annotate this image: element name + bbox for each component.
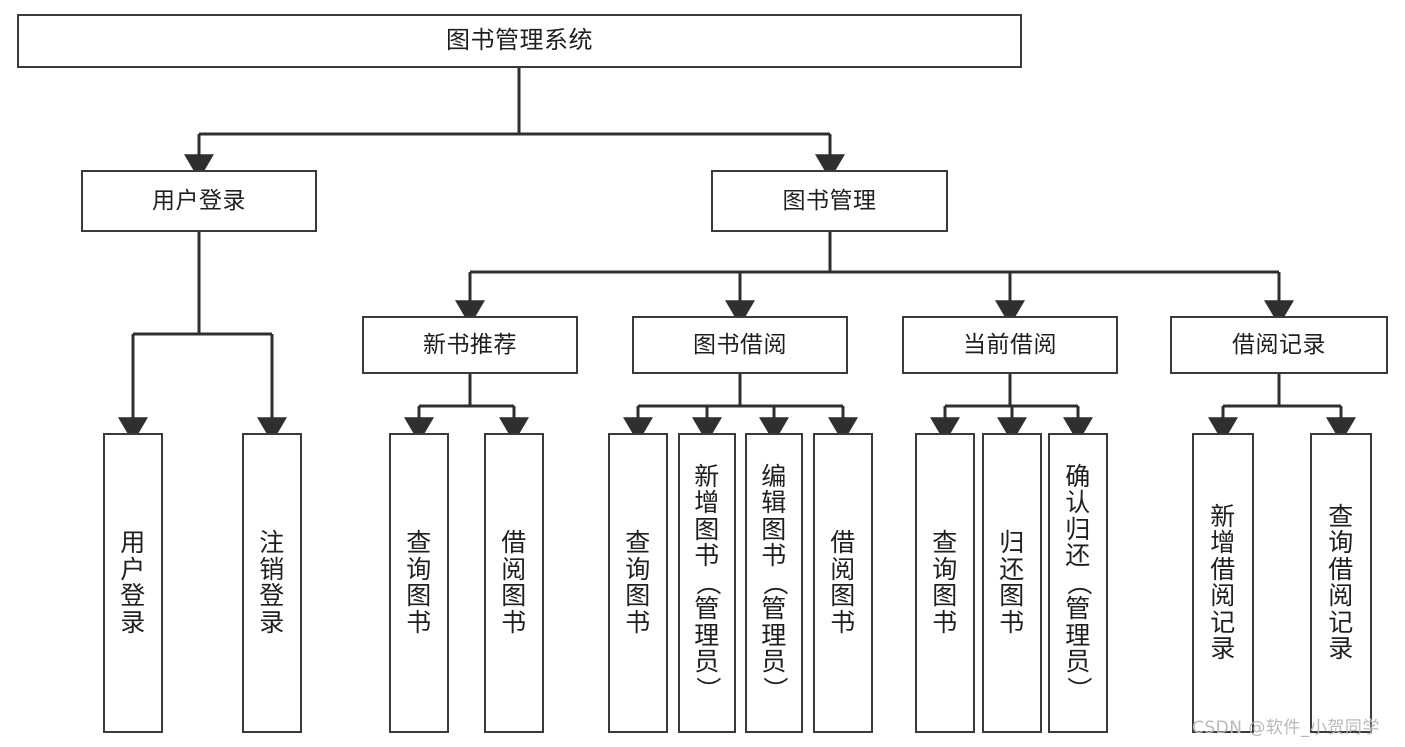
watermark: CSDN @软件_小贺同学 [1192, 718, 1380, 738]
node-current-borrow-label: 当前借阅 [963, 331, 1057, 358]
node-leaf-borrow-book-1-label: 借阅图书 [501, 528, 527, 637]
node-leaf-query-book-1-label: 查询图书 [406, 528, 432, 637]
node-leaf-add-book-admin-label: 新增图书（管理员） [693, 461, 723, 702]
node-borrow-record[interactable]: 借阅记录 [1170, 316, 1388, 374]
node-leaf-borrow-book-1[interactable]: 借阅图书 [484, 433, 544, 733]
node-new-book-recommend[interactable]: 新书推荐 [362, 316, 578, 374]
node-leaf-add-borrow-record-label: 新增借阅记录 [1210, 501, 1236, 663]
node-user-login[interactable]: 用户登录 [81, 170, 317, 232]
node-leaf-return-book-label: 归还图书 [999, 528, 1025, 637]
node-leaf-return-book[interactable]: 归还图书 [982, 433, 1042, 733]
node-root-label: 图书管理系统 [446, 26, 593, 55]
node-book-management[interactable]: 图书管理 [711, 170, 948, 232]
node-leaf-query-borrow-record[interactable]: 查询借阅记录 [1310, 433, 1372, 733]
node-leaf-query-book-3-label: 查询图书 [932, 528, 958, 637]
node-leaf-query-book-2[interactable]: 查询图书 [608, 433, 668, 733]
node-leaf-confirm-return-admin[interactable]: 确认归还（管理员） [1048, 433, 1108, 733]
node-leaf-query-borrow-record-label: 查询借阅记录 [1328, 501, 1354, 663]
node-leaf-edit-book-admin[interactable]: 编辑图书（管理员） [745, 433, 803, 733]
node-leaf-logout-label: 注销登录 [259, 528, 285, 637]
node-book-borrow-label: 图书借阅 [693, 331, 787, 358]
node-leaf-user-login[interactable]: 用户登录 [103, 433, 163, 733]
node-leaf-edit-book-admin-label: 编辑图书（管理员） [760, 461, 790, 702]
node-leaf-query-book-2-label: 查询图书 [625, 528, 651, 637]
node-leaf-logout[interactable]: 注销登录 [242, 433, 302, 733]
node-leaf-add-borrow-record[interactable]: 新增借阅记录 [1192, 433, 1254, 733]
node-user-login-label: 用户登录 [152, 187, 246, 214]
node-book-borrow[interactable]: 图书借阅 [632, 316, 848, 374]
node-leaf-user-login-label: 用户登录 [120, 528, 146, 637]
node-leaf-query-book-1[interactable]: 查询图书 [389, 433, 449, 733]
node-new-book-recommend-label: 新书推荐 [423, 331, 517, 358]
node-leaf-confirm-return-admin-label: 确认归还（管理员） [1064, 461, 1094, 702]
node-root[interactable]: 图书管理系统 [17, 14, 1022, 68]
node-leaf-borrow-book-2[interactable]: 借阅图书 [813, 433, 873, 733]
node-leaf-add-book-admin[interactable]: 新增图书（管理员） [678, 433, 736, 733]
node-book-management-label: 图书管理 [782, 187, 877, 214]
node-current-borrow[interactable]: 当前借阅 [902, 316, 1118, 374]
node-leaf-query-book-3[interactable]: 查询图书 [915, 433, 975, 733]
node-borrow-record-label: 借阅记录 [1232, 331, 1326, 358]
node-leaf-borrow-book-2-label: 借阅图书 [830, 528, 856, 637]
